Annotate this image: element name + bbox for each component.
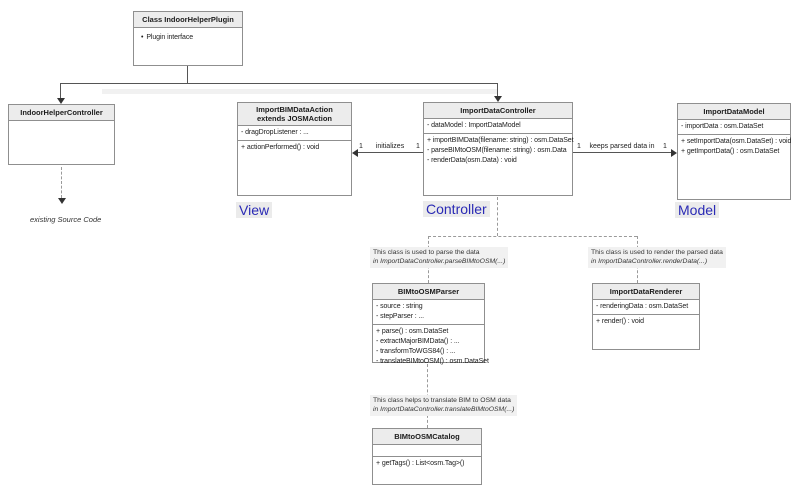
class-box-import-data-model: ImportDataModel - importData : osm.DataS… <box>677 103 791 200</box>
class-box-indoor-helper-plugin: Class IndoorHelperPlugin •Plugin interfa… <box>133 11 243 66</box>
class-title: BIMtoOSMParser <box>373 284 484 300</box>
class-attribute: - dragDropListener : ... <box>241 129 309 136</box>
note-renderer: This class is used to render the parsed … <box>588 247 726 268</box>
arrow-down-icon <box>57 98 65 104</box>
connector-plugin-stem <box>187 66 188 83</box>
relation-initializes-line <box>358 152 423 153</box>
note-line1: This class helps to translate BIM to OSM… <box>373 397 511 404</box>
class-box-import-data-renderer: ImportDataRenderer - renderingData : osm… <box>592 283 700 350</box>
relation-initializes-label: initializes <box>375 143 405 150</box>
class-method: - translateBIMtoOSM() : osm.DataSet <box>376 358 489 365</box>
class-method: + parse() : osm.DataSet <box>376 328 449 335</box>
class-title-line2: extends JOSMAction <box>256 114 332 123</box>
note-line2: in ImportDataController.translateBIMtoOS… <box>373 405 515 413</box>
arrow-down-icon <box>58 198 66 204</box>
arrow-right-icon <box>671 149 677 157</box>
class-title: IndoorHelperController <box>9 105 114 121</box>
class-title: Class IndoorHelperPlugin <box>134 12 242 28</box>
multiplicity-right: 1 <box>663 143 667 150</box>
plugin-interface-item: •Plugin interface <box>134 33 242 43</box>
dashed-horizontal <box>428 236 637 237</box>
class-title: BIMtoOSMCatalog <box>373 429 481 445</box>
class-method: + importBIMData(filename: string) : osm.… <box>427 137 574 144</box>
class-box-bim-to-osm-parser: BIMtoOSMParser - source : string - stepP… <box>372 283 489 365</box>
note-line2: in ImportDataController.parseBIMtoOSM(..… <box>373 257 506 265</box>
multiplicity-left: 1 <box>577 143 581 150</box>
class-title: ImportDataRenderer <box>593 284 699 300</box>
connector-to-indoorhelpercontroller <box>60 83 61 98</box>
class-method: + getImportData() : osm.DataSet <box>681 148 780 155</box>
class-method: - parseBIMtoOSM(filename: string) : osm.… <box>427 147 567 154</box>
note-line2: in ImportDataController.renderData(...) <box>591 257 708 265</box>
relation-keeps-line <box>573 152 672 153</box>
class-method: - renderData(osm.Data) : void <box>427 157 517 164</box>
mvc-label-model: Model <box>675 202 720 218</box>
arrow-left-icon <box>352 149 358 157</box>
existing-source-note: existing Source Code <box>30 215 102 224</box>
class-box-bim-to-osm-catalog: BIMtoOSMCatalog + getTags() : List<osm.T… <box>372 428 482 485</box>
class-method: - transformToWGS84() : ... <box>376 348 456 355</box>
connector-existing-source <box>61 167 62 198</box>
class-method: + setImportData(osm.DataSet) : void <box>681 138 792 145</box>
mvc-label-view: View <box>236 202 273 218</box>
multiplicity-right: 1 <box>416 143 420 150</box>
note-catalog: This class helps to translate BIM to OSM… <box>370 395 518 416</box>
class-attribute: - importData : osm.DataSet <box>681 123 764 130</box>
class-title: ImportDataModel <box>678 104 790 120</box>
class-attribute: - stepParser : ... <box>376 313 424 320</box>
arrow-down-icon <box>494 96 502 102</box>
class-method: + actionPerformed() : void <box>241 144 320 151</box>
class-title-line1: ImportBIMDataAction <box>256 105 333 114</box>
class-method: - extractMajorBIMData() : ... <box>376 338 460 345</box>
mvc-label-controller: Controller <box>423 201 490 217</box>
relation-keeps-label: keeps parsed data in <box>589 143 655 150</box>
class-box-import-data-controller: ImportDataController - dataModel : Impor… <box>423 102 574 196</box>
note-parser: This class is used to parse the data in … <box>370 247 509 268</box>
multiplicity-left: 1 <box>359 143 363 150</box>
bullet-marker: • <box>141 34 144 41</box>
class-box-import-bim-data-action: ImportBIMDataAction extends JOSMAction -… <box>237 102 352 196</box>
dashed-controller-stem <box>497 197 498 236</box>
class-method: + getTags() : List<osm.Tag>() <box>376 460 465 467</box>
connector-top-horizontal <box>60 83 498 84</box>
plugin-item-label: Plugin interface <box>146 34 194 41</box>
connector-shadow <box>102 89 498 94</box>
note-line1: This class is used to render the parsed … <box>591 249 723 256</box>
class-title: ImportDataController <box>424 103 572 119</box>
note-line1: This class is used to parse the data <box>373 249 480 256</box>
class-attribute: - dataModel : ImportDataModel <box>427 122 521 129</box>
connector-to-importdatacontroller <box>497 83 498 96</box>
class-title: ImportBIMDataAction extends JOSMAction <box>238 103 351 126</box>
class-attribute: - source : string <box>376 303 423 310</box>
class-box-indoor-helper-controller: IndoorHelperController <box>8 104 115 165</box>
class-attribute: - renderingData : osm.DataSet <box>596 303 689 310</box>
class-method: + render() : void <box>596 318 644 325</box>
